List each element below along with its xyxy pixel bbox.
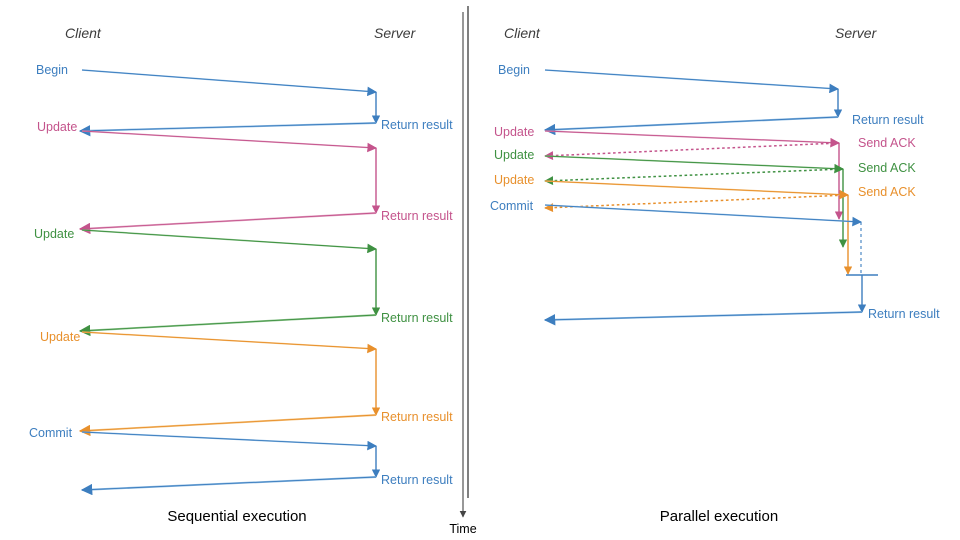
reply-line-overlay-commit [544, 311, 863, 323]
actor-label-client: Client [504, 25, 541, 41]
ack-label-update-2: Send ACK [858, 161, 916, 175]
reply-line-overlay-commit [81, 476, 377, 493]
request-label-begin: Begin [36, 63, 68, 77]
request-line-overlay-update-3 [81, 331, 377, 352]
actor-label-server: Server [835, 25, 878, 41]
reply-line-overlay-begin [544, 116, 839, 133]
reply-line-overlay-update-1 [79, 212, 377, 232]
request-label-commit: Commit [29, 426, 73, 440]
request-label-update-3: Update [494, 173, 534, 187]
reply-line-overlay-update-2 [79, 314, 377, 334]
request-label-update-2: Update [34, 227, 74, 241]
time-axis: Time [449, 12, 477, 536]
ack-line-update-1 [544, 142, 840, 161]
request-line-overlay-commit [81, 431, 377, 449]
time-axis-label: Time [449, 522, 476, 536]
request-label-update-3: Update [40, 330, 80, 344]
actor-label-server: Server [374, 25, 417, 41]
request-line-overlay-update-3 [544, 180, 849, 198]
request-line-overlay-update-2 [544, 155, 844, 172]
reply-label-commit: Return result [868, 307, 940, 321]
reply-label-begin: Return result [381, 118, 453, 132]
request-label-begin: Begin [498, 63, 530, 77]
ack-line-update-2 [544, 168, 844, 186]
request-label-update-1: Update [494, 125, 534, 139]
panel-caption-sequential: Sequential execution [167, 508, 306, 525]
reply-label-commit: Return result [381, 473, 453, 487]
reply-label-update-1: Return result [381, 209, 453, 223]
request-line-overlay-update-1 [544, 130, 840, 146]
ack-label-update-1: Send ACK [858, 136, 916, 150]
panel-caption-parallel: Parallel execution [660, 508, 778, 525]
request-line-overlay-commit [544, 204, 862, 225]
request-label-commit: Commit [490, 199, 534, 213]
reply-line-overlay-begin [79, 122, 377, 134]
actor-label-client: Client [65, 25, 102, 41]
ack-label-update-3: Send ACK [858, 185, 916, 199]
reply-label-update-2: Return result [381, 311, 453, 325]
reply-label-begin: Return result [852, 113, 924, 127]
reply-label-update-3: Return result [381, 410, 453, 424]
request-line-overlay-begin [81, 69, 377, 95]
request-label-update-2: Update [494, 148, 534, 162]
request-line-overlay-update-2 [81, 229, 377, 252]
ack-line-update-3 [544, 194, 849, 213]
request-line-overlay-begin [544, 69, 839, 92]
reply-line-overlay-update-3 [79, 414, 377, 434]
request-line-overlay-update-1 [81, 130, 377, 151]
request-label-update-1: Update [37, 120, 77, 134]
